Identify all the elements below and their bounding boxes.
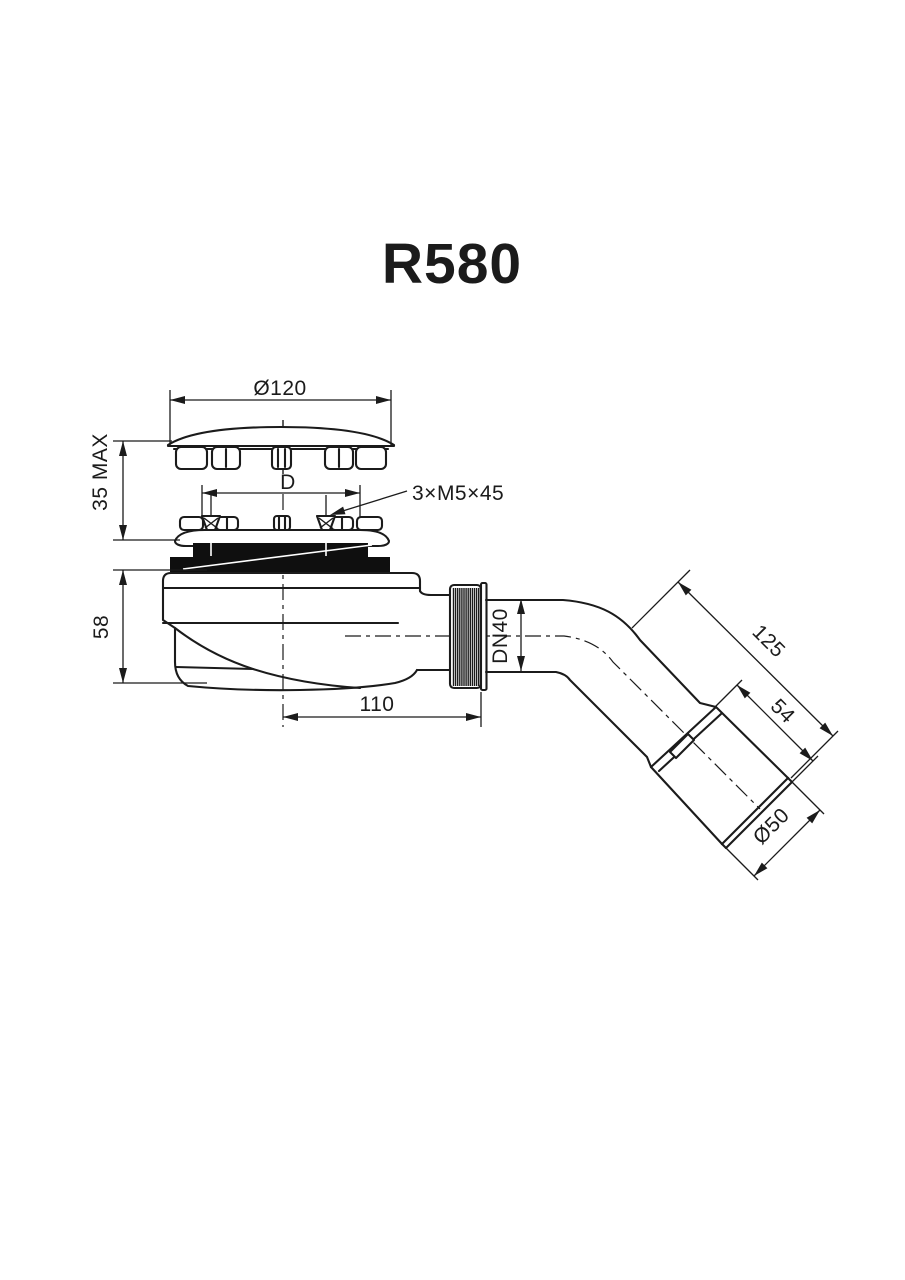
flange-plate bbox=[173, 528, 391, 548]
cap-foot-center bbox=[270, 445, 293, 471]
screw-spec-label: 3×M5×45 bbox=[412, 482, 504, 505]
arrowhead bbox=[330, 506, 346, 515]
gasket bbox=[170, 543, 390, 572]
dim-coupling-diameter: Ø50 bbox=[725, 781, 825, 881]
gasket-highlight bbox=[182, 544, 373, 570]
screw-slot-cross bbox=[318, 517, 334, 529]
extension-line bbox=[631, 569, 691, 629]
dim-outlet-size-label: DN40 bbox=[489, 608, 512, 664]
dim-outlet-length: 125 bbox=[631, 569, 839, 779]
gasket-lower-band bbox=[170, 557, 390, 572]
extension-line bbox=[791, 781, 825, 815]
arrowhead bbox=[819, 722, 833, 736]
coupling-clip-window bbox=[668, 732, 696, 760]
arrowhead bbox=[678, 582, 692, 596]
arrowhead bbox=[737, 685, 751, 699]
dimension-line bbox=[677, 581, 834, 737]
extension-line bbox=[789, 755, 819, 785]
arrowhead bbox=[119, 525, 127, 540]
arrowhead bbox=[799, 747, 813, 761]
cap-foot bbox=[354, 445, 388, 471]
body-left-bottom-outline bbox=[161, 579, 419, 692]
pipe-top-edge bbox=[484, 598, 718, 709]
body-top-outline bbox=[161, 571, 422, 593]
coupling-top-edge bbox=[714, 705, 790, 780]
coupling-bottom-edge bbox=[649, 765, 724, 846]
locknut-knurl bbox=[452, 588, 480, 686]
body-sweep-line bbox=[173, 626, 362, 690]
dim-horizontal-offset-label: 110 bbox=[360, 693, 395, 716]
arrowhead bbox=[170, 396, 185, 404]
dim-bolt-circle: D bbox=[201, 471, 361, 517]
dim-coupling-length: 54 bbox=[713, 679, 819, 785]
arrowhead bbox=[345, 489, 360, 497]
arrowhead bbox=[376, 396, 391, 404]
arrowhead bbox=[119, 570, 127, 585]
arrowhead bbox=[754, 862, 768, 876]
flange-center-tab bbox=[272, 514, 292, 532]
dimension-line bbox=[736, 684, 814, 762]
flange-boss bbox=[355, 515, 384, 532]
dim-body-height: 58 bbox=[90, 569, 207, 684]
coupling-entry-face bbox=[649, 705, 718, 769]
arrowhead bbox=[283, 713, 298, 721]
extension-line bbox=[790, 730, 839, 779]
screw-spec-callout: 3×M5×45 bbox=[330, 482, 504, 515]
drawing-title: R580 bbox=[382, 232, 522, 296]
coupling-rim-cap bbox=[720, 842, 728, 850]
arrowhead bbox=[806, 810, 820, 824]
dim-cap-diameter: Ø120 bbox=[169, 377, 392, 447]
cap-drawing bbox=[166, 425, 396, 471]
dim-body-height-label: 58 bbox=[90, 615, 113, 639]
locknut bbox=[448, 581, 488, 692]
coupling-end-face bbox=[720, 776, 790, 846]
dim-cap-diameter-label: Ø120 bbox=[253, 377, 306, 400]
coupling-end-rim bbox=[724, 780, 794, 850]
flange-drawing bbox=[173, 495, 391, 548]
body-drawing bbox=[161, 571, 453, 692]
coupling bbox=[649, 705, 794, 850]
outlet-pipe bbox=[484, 598, 718, 769]
cap-foot bbox=[174, 445, 209, 471]
dim-outlet-length-label: 125 bbox=[748, 620, 790, 662]
arrowhead bbox=[466, 713, 481, 721]
dim-bolt-circle-label: D bbox=[280, 471, 296, 494]
locknut-ring bbox=[479, 581, 488, 692]
dim-outlet-size: DN40 bbox=[489, 599, 525, 671]
screw-slot-cross bbox=[203, 517, 219, 529]
extension-line bbox=[725, 847, 759, 881]
neck-top bbox=[418, 589, 453, 597]
dim-install-height: 35 MAX bbox=[89, 433, 180, 541]
dimension-line bbox=[753, 809, 821, 877]
dim-horizontal-offset: 110 bbox=[283, 692, 482, 727]
coupling-rim-cap bbox=[786, 776, 794, 784]
leader-line bbox=[332, 490, 408, 515]
arrowhead bbox=[119, 668, 127, 683]
arrowhead bbox=[517, 599, 525, 614]
outlet-centerline bbox=[345, 635, 761, 810]
dim-install-height-label: 35 MAX bbox=[89, 433, 112, 511]
pipe-bottom-edge bbox=[484, 670, 653, 769]
arrowhead bbox=[202, 489, 217, 497]
arrowhead bbox=[517, 656, 525, 671]
dim-coupling-length-label: 54 bbox=[766, 695, 799, 728]
extension-line bbox=[713, 679, 743, 709]
cap-dome bbox=[166, 425, 396, 448]
gasket-upper-band bbox=[193, 543, 368, 558]
flange-boss bbox=[178, 515, 205, 532]
arrowhead bbox=[119, 441, 127, 456]
body-seam-lower bbox=[174, 665, 255, 671]
